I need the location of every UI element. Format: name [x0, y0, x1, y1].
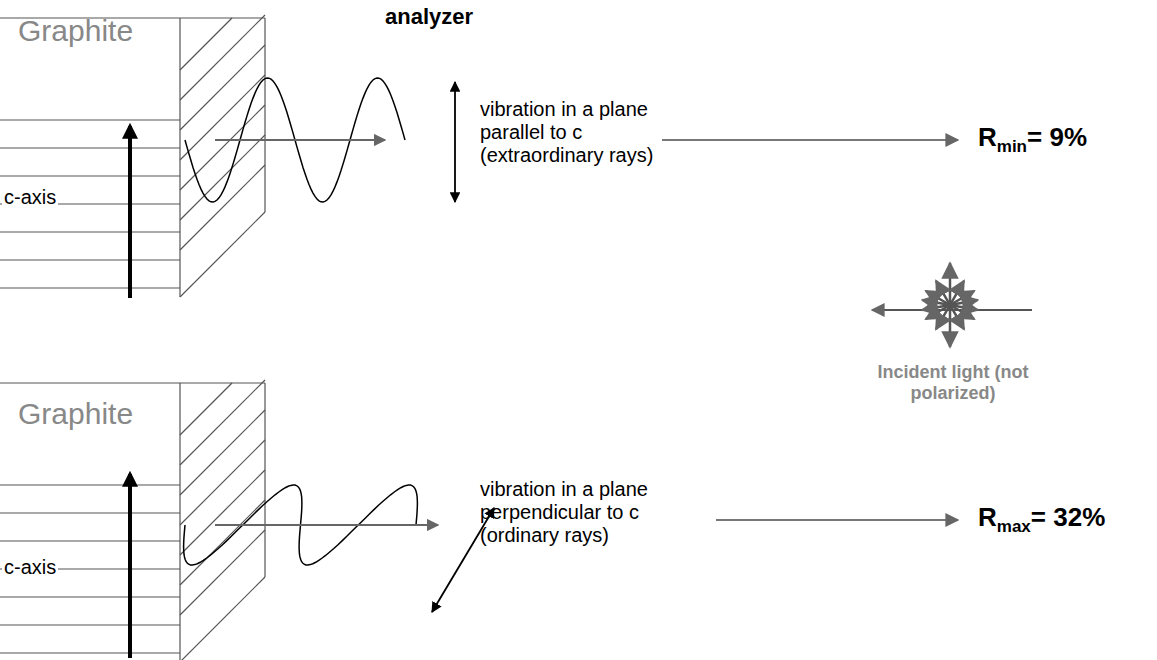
reflectance-value: Rmin= 9% [978, 122, 1087, 157]
polarization-arrow [922, 300, 977, 310]
propagation-arrow [215, 139, 385, 141]
block-edge [180, 17, 265, 18]
graphite-layer [180, 383, 232, 435]
reflectance-text: R [978, 502, 997, 532]
graphite-layer [0, 119, 180, 120]
block-edge [180, 577, 265, 660]
reflectance-value: Rmax= 32% [978, 502, 1105, 537]
graphite-layer [0, 484, 180, 485]
graphite-layer [0, 540, 180, 541]
graphite-layer [0, 175, 180, 176]
subscript: max [997, 517, 1031, 536]
reflectance-text: = 32% [1031, 502, 1105, 532]
reflectance-text: = 9% [1027, 122, 1087, 152]
analyzer-label: analyzer [385, 4, 473, 29]
graphite-layer [180, 165, 265, 250]
vibration-note: vibration in a plane perpendicular to c … [480, 478, 705, 547]
graphite-layer [0, 287, 180, 288]
graphite-layer [0, 652, 180, 653]
material-label: Graphite [18, 14, 133, 49]
material-label: Graphite [18, 397, 133, 432]
block-edge [264, 18, 265, 212]
vibration-note: vibration in a plane parallel to c (extr… [480, 98, 705, 167]
axis-label: c-axis [2, 186, 58, 209]
polarization-arrow [922, 300, 977, 310]
graphite-layer [180, 18, 232, 70]
incident-light-label: Incident light (not polarized) [868, 362, 1038, 403]
light-wave [185, 78, 405, 202]
axis-label: c-axis [2, 556, 58, 579]
block-edge [179, 383, 180, 660]
graphite-layer [0, 512, 180, 513]
block-edge [0, 382, 180, 383]
block-edge [180, 212, 265, 297]
block-edge [179, 18, 180, 297]
graphite-layer [180, 530, 265, 615]
subscript: min [997, 137, 1027, 156]
graphite-layer [0, 596, 180, 597]
propagation-arrow [215, 524, 438, 526]
graphite-layer [0, 147, 180, 148]
block-edge [264, 383, 265, 577]
graphite-layer [0, 259, 180, 260]
block-edge [180, 382, 265, 383]
graphite-layer [0, 624, 180, 625]
reflectance-text: R [978, 122, 997, 152]
graphite-layer [0, 231, 180, 232]
